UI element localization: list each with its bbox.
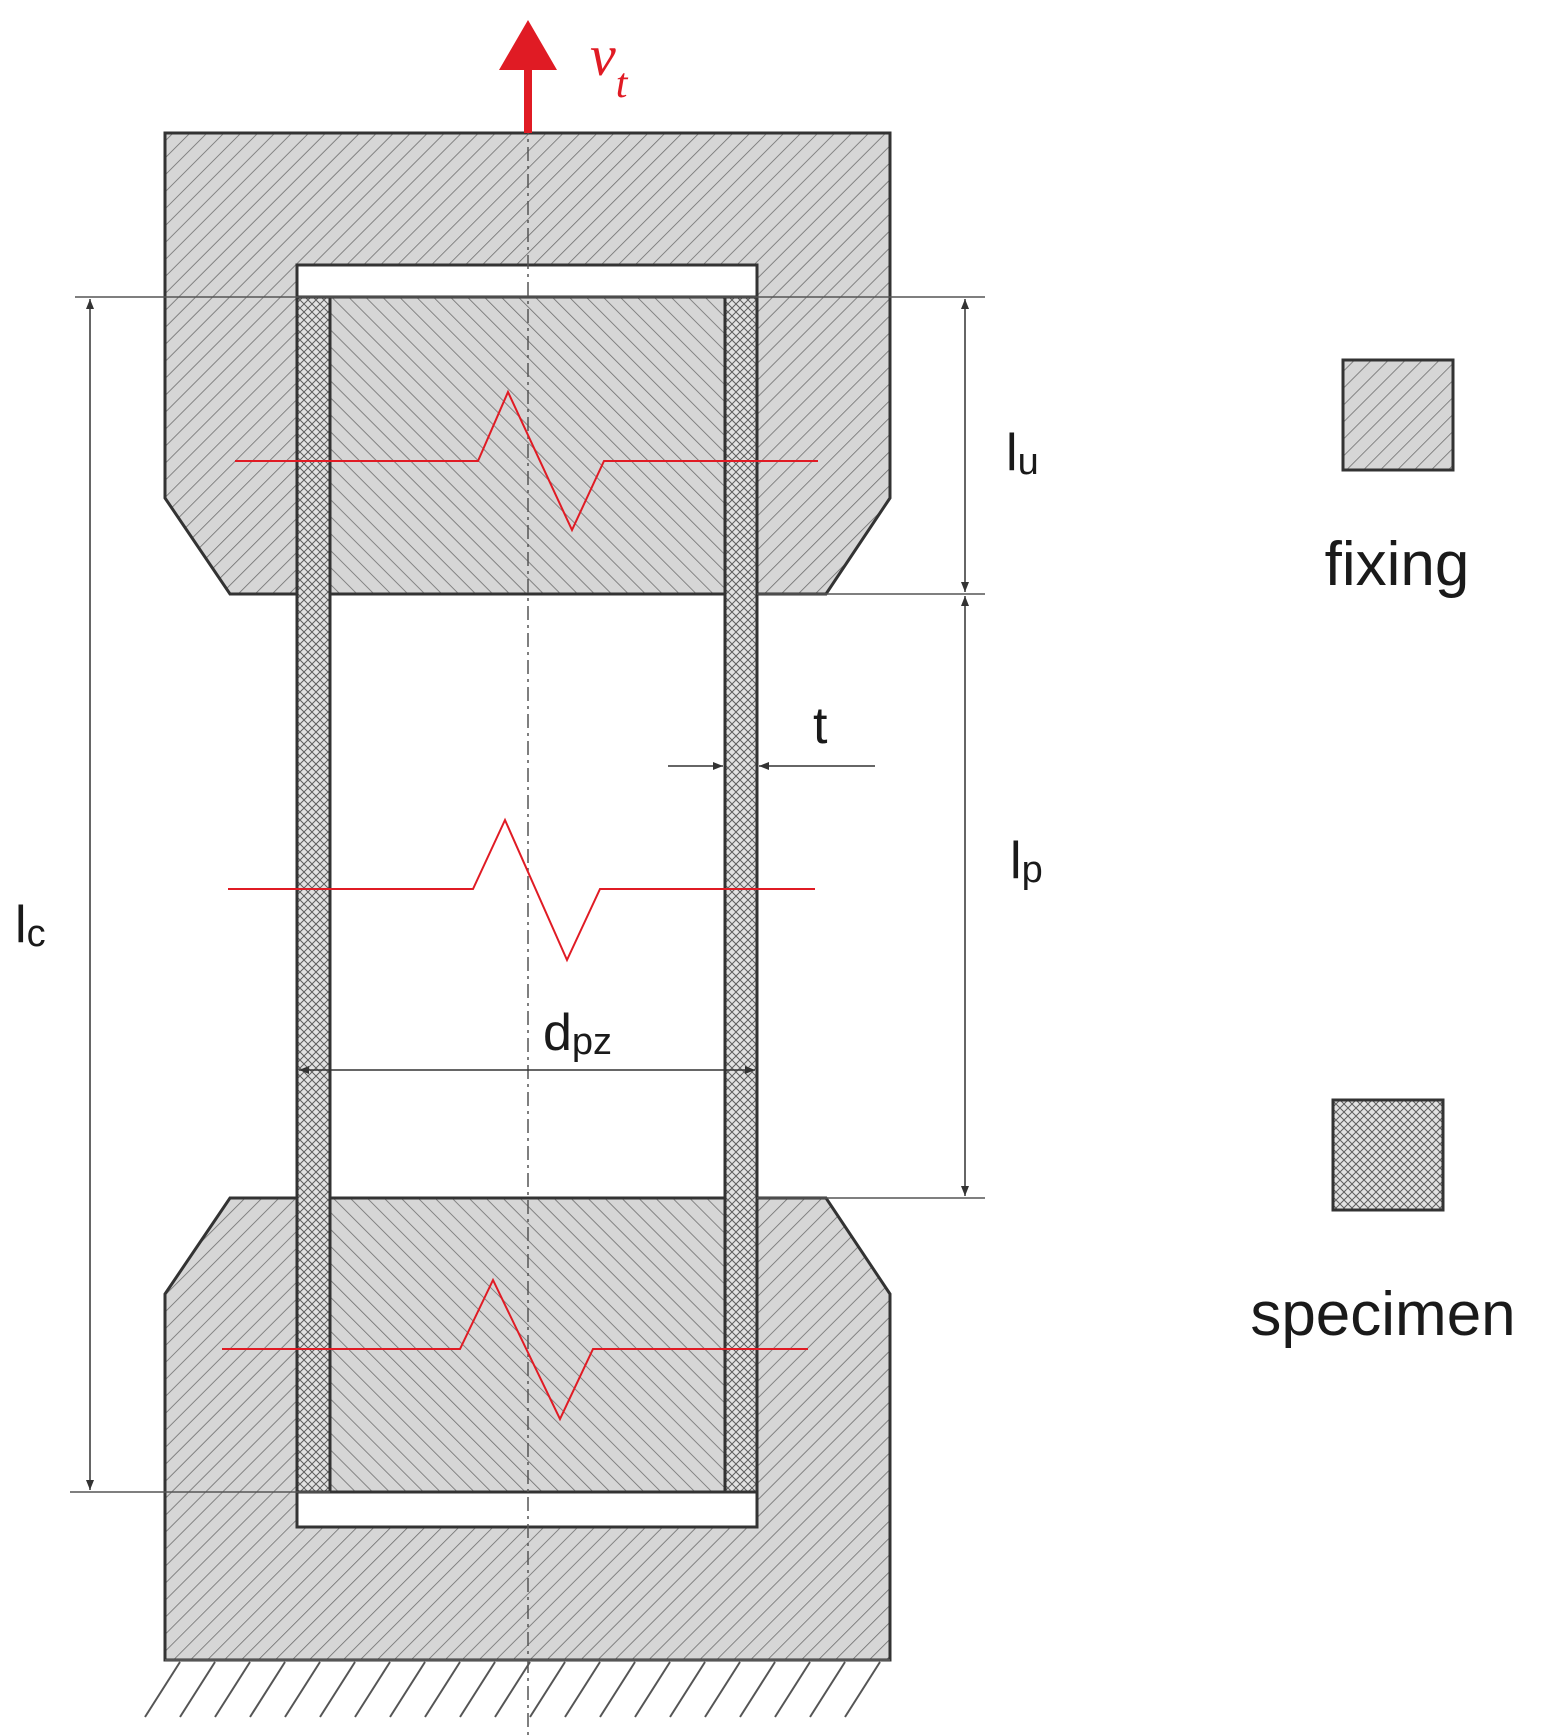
dimension-lp: lp: [961, 596, 1043, 1196]
dimension-lu: lu: [961, 299, 1039, 592]
specimen-wall-left: [295, 295, 332, 1494]
zigzag-break-icon: [222, 389, 818, 1422]
legend-specimen-label: specimen: [1250, 1280, 1515, 1349]
dimension-lc: lc: [15, 299, 94, 1490]
svg-text:dpz: dpz: [543, 1004, 612, 1063]
legend-specimen-swatch: [1331, 1098, 1445, 1212]
break-line-top: [235, 389, 818, 533]
dimension-dpz: dpz: [299, 1004, 755, 1074]
velocity-label: vt: [590, 23, 629, 107]
break-line-bottom: [222, 1277, 808, 1422]
legend: fixing specimen: [1250, 358, 1516, 1349]
svg-text:lu: lu: [1006, 424, 1039, 483]
dimension-t: t: [668, 697, 875, 770]
svg-text:lp: lp: [1010, 832, 1043, 891]
ground-hatch-icon: [144, 1659, 890, 1718]
specimen-wall-right: [723, 295, 759, 1494]
arrow-up-icon: [499, 20, 557, 133]
break-line-middle: [228, 817, 815, 963]
legend-fixing-label: fixing: [1325, 530, 1470, 599]
extension-lines: [70, 296, 985, 1493]
svg-text:t: t: [813, 697, 828, 755]
legend-fixing-swatch: [1341, 358, 1455, 472]
svg-text:lc: lc: [15, 896, 46, 955]
